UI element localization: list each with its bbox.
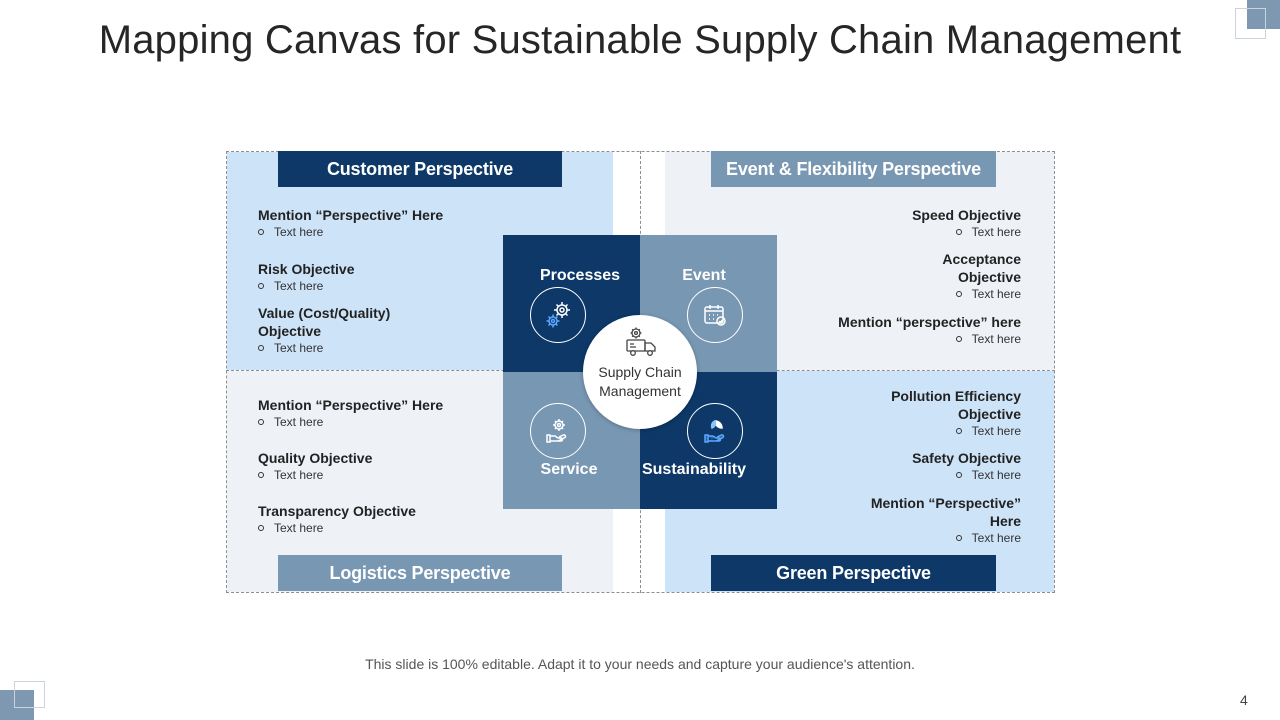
list-item: Pollution Efficiency Objective Text here	[871, 387, 1021, 439]
corner-decoration	[1247, 0, 1280, 29]
green-perspective-header: Green Perspective	[711, 555, 996, 591]
corner-decoration	[1235, 8, 1266, 39]
footer-note: This slide is 100% editable. Adapt it to…	[365, 656, 915, 672]
item-title: Mention “perspective” here	[838, 314, 1021, 330]
bullet-circle-icon	[955, 229, 962, 235]
list-item: Speed Objective Text here	[771, 206, 1021, 240]
bullet-circle-icon	[955, 336, 962, 342]
item-title: Quality Objective	[258, 450, 373, 466]
list-item: Mention “Perspective” Here Text here	[258, 396, 508, 430]
processes-label: Processes	[539, 267, 621, 284]
item-bullet: Text here	[258, 414, 508, 430]
bullet-circle-icon	[955, 291, 962, 297]
truck-gear-icon	[624, 324, 658, 358]
item-bullet: Text here	[258, 278, 508, 294]
item-title: Safety Objective	[912, 450, 1021, 466]
bullet-circle-icon	[258, 229, 264, 235]
list-item: Quality Objective Text here	[258, 449, 508, 483]
bullet-circle-icon	[258, 472, 264, 478]
hand-leaf-icon	[687, 403, 743, 459]
service-label: Service	[540, 461, 598, 478]
list-item: Risk Objective Text here	[258, 260, 508, 294]
item-bullet: Text here	[771, 331, 1021, 347]
customer-perspective-header: Customer Perspective	[278, 151, 562, 187]
corner-decoration	[14, 681, 45, 708]
item-bullet: Text here	[771, 467, 1021, 483]
bullet-circle-icon	[955, 535, 962, 541]
item-bullet: Text here	[871, 423, 1021, 439]
item-bullet: Text here	[771, 224, 1021, 240]
item-title: Acceptance Objective	[942, 251, 1021, 285]
header-label: Green Perspective	[776, 562, 931, 583]
center-label: Supply Chain Management	[598, 364, 682, 399]
header-label: Logistics Perspective	[329, 562, 511, 583]
slide-title: Mapping Canvas for Sustainable Supply Ch…	[98, 18, 1182, 62]
gears-icon	[530, 287, 586, 343]
header-label: Event & Flexibility Perspective	[726, 158, 981, 179]
item-title: Mention “Perspective” Here	[870, 495, 1021, 529]
item-title: Mention “Perspective” Here	[258, 397, 444, 413]
bullet-circle-icon	[955, 428, 962, 434]
list-item: Acceptance Objective Text here	[911, 250, 1021, 302]
item-bullet: Text here	[911, 286, 1021, 302]
bullet-circle-icon	[258, 345, 264, 351]
event-perspective-header: Event & Flexibility Perspective	[711, 151, 996, 187]
bullet-circle-icon	[955, 472, 962, 478]
logistics-perspective-header: Logistics Perspective	[278, 555, 562, 591]
list-item: Mention “perspective” here Text here	[771, 313, 1021, 347]
item-title: Pollution Efficiency Objective	[891, 388, 1021, 422]
item-title: Value (Cost/Quality) Objective	[258, 305, 391, 339]
item-bullet: Text here	[846, 530, 1021, 546]
list-item: Mention “Perspective” Here Text here	[846, 494, 1021, 546]
event-label: Event	[682, 267, 726, 284]
bullet-circle-icon	[258, 419, 264, 425]
calendar-check-icon	[687, 287, 743, 343]
list-item: Transparency Objective Text here	[258, 502, 508, 536]
item-bullet: Text here	[258, 340, 418, 356]
item-title: Transparency Objective	[258, 503, 416, 519]
item-bullet: Text here	[258, 520, 508, 536]
item-bullet: Text here	[258, 467, 508, 483]
header-label: Customer Perspective	[326, 158, 514, 179]
item-bullet: Text here	[258, 224, 508, 240]
bullet-circle-icon	[258, 283, 264, 289]
bullet-circle-icon	[258, 525, 264, 531]
item-title: Risk Objective	[258, 261, 355, 277]
item-title: Mention “Perspective” Here	[258, 207, 444, 223]
list-item: Safety Objective Text here	[771, 449, 1021, 483]
corner-decoration	[0, 690, 34, 720]
hand-gear-icon	[530, 403, 586, 459]
list-item: Mention “Perspective” Here Text here	[258, 206, 508, 240]
list-item: Value (Cost/Quality) Objective Text here	[258, 304, 418, 356]
sustainability-label: Sustainability	[641, 461, 747, 478]
item-title: Speed Objective	[912, 207, 1021, 223]
page-number: 4	[1240, 692, 1248, 708]
